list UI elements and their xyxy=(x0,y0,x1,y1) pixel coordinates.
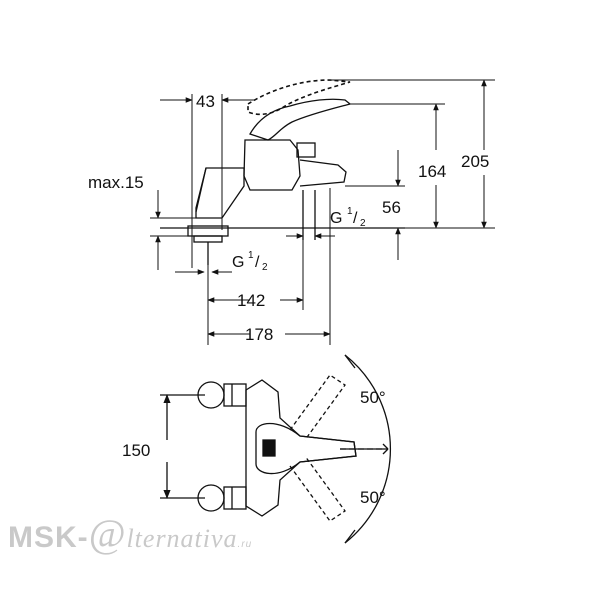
watermark: MSK-@lternativa.ru xyxy=(8,510,252,557)
thread-left-num: 1 xyxy=(248,250,254,261)
thread-right-num: 1 xyxy=(347,206,353,217)
thread-right-slash: / xyxy=(353,210,358,227)
watermark-at: @ xyxy=(88,511,127,556)
lever-ghost-up xyxy=(289,374,346,441)
dim-43: 43 xyxy=(196,92,215,111)
angle-top: 50° xyxy=(360,388,386,407)
angle-bottom: 50° xyxy=(360,488,386,507)
thread-right-den: 2 xyxy=(360,218,366,229)
lever-outline xyxy=(249,98,352,141)
watermark-suffix: .ru xyxy=(237,539,253,550)
side-view-labels: 43 205 164 max.15 56 G 1 / 2 G 1 / 2 142… xyxy=(88,92,489,344)
dimension-lines xyxy=(150,79,495,345)
dim-142: 142 xyxy=(237,291,265,310)
angle-arc xyxy=(344,354,392,544)
thread-left-den: 2 xyxy=(262,262,268,273)
dim-178: 178 xyxy=(245,325,273,344)
plan-view-labels: 150 50° 50° xyxy=(122,388,386,507)
dim-max15: max.15 xyxy=(88,173,144,192)
watermark-brand: MSK- xyxy=(8,521,89,554)
top-plan-view xyxy=(160,354,392,544)
support-leg xyxy=(195,167,245,219)
dim-205: 205 xyxy=(461,152,489,171)
thread-left-g: G xyxy=(232,254,244,271)
thread-left-slash: / xyxy=(255,254,260,271)
thread-right-g: G xyxy=(330,210,342,227)
dim-56: 56 xyxy=(382,198,401,217)
dim-150: 150 xyxy=(122,441,150,460)
diverter-knob xyxy=(296,142,316,158)
dim-164: 164 xyxy=(418,162,446,181)
spout xyxy=(299,159,347,187)
watermark-rest: lternativa xyxy=(126,524,238,553)
mixer-body xyxy=(243,139,301,191)
lever-ghost-down xyxy=(289,455,346,522)
lever-hub xyxy=(255,422,357,475)
lever-ghost-outline xyxy=(247,79,351,116)
